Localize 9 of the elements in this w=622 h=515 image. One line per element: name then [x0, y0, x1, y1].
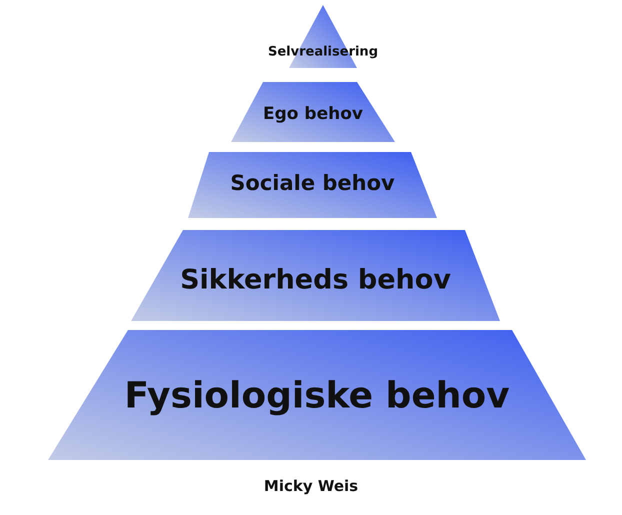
pyramid-level	[48, 330, 586, 460]
pyramid-level	[131, 230, 500, 321]
author-credit: Micky Weis	[262, 477, 360, 495]
level-label: Sociale behov	[230, 171, 395, 195]
level-label: Sikkerheds behov	[180, 264, 451, 296]
level-label: Fysiologiske behov	[124, 376, 510, 416]
pyramid-level	[188, 152, 437, 218]
pyramid-level	[231, 82, 395, 142]
level-label: Ego behov	[263, 104, 363, 124]
